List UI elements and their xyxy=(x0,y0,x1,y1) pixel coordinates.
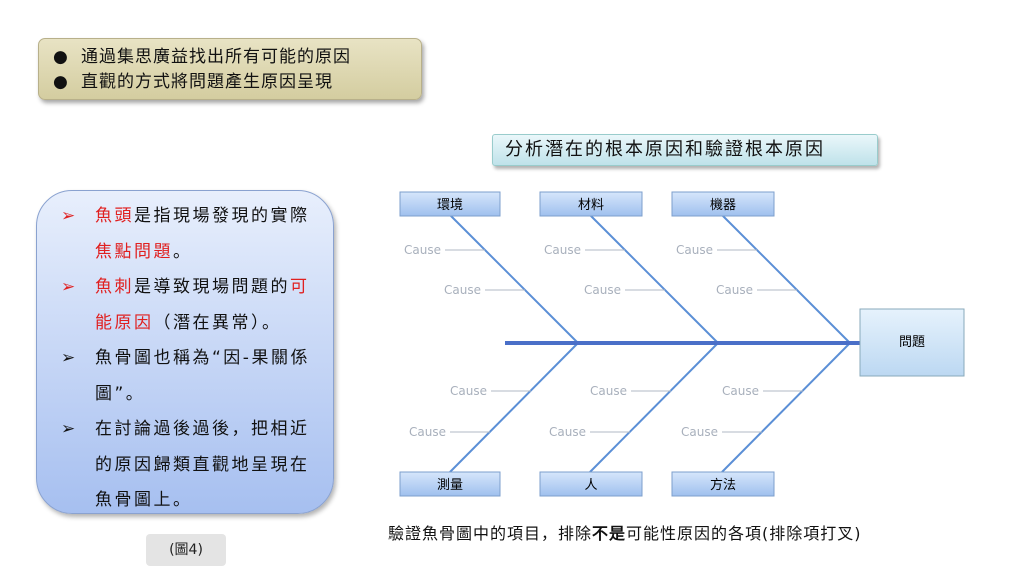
explanation-item: ➢ 在討論過後過後，把相近的原因歸類直觀地呈現在魚骨圖上。 xyxy=(61,412,323,519)
summary-text: 通過集思廣益找出所有可能的原因 xyxy=(81,47,351,67)
arrow-bullet-icon: ➢ xyxy=(61,277,78,297)
category-box-bottom xyxy=(671,471,775,497)
figure-label: (圖4) xyxy=(146,534,226,566)
cause-label: Cause xyxy=(444,283,481,297)
cause-label: Cause xyxy=(549,425,586,439)
cause-label: Cause xyxy=(584,283,621,297)
cause-label: Cause xyxy=(590,384,627,398)
cause-label: Cause xyxy=(676,243,713,257)
category-label: 方法 xyxy=(710,477,736,493)
arrow-bullet-icon: ➢ xyxy=(61,348,78,368)
cause-label: Cause xyxy=(409,425,446,439)
explanation-text: 魚刺是導致現場問題的可能原因（潛在異常）。 xyxy=(95,277,310,333)
category-box-bottom xyxy=(399,471,501,497)
arrow-bullet-icon: ➢ xyxy=(61,206,78,226)
caption: 驗證魚骨圖中的項目，排除不是可能性原因的各項(排除項打叉) xyxy=(388,524,862,543)
category-bone xyxy=(449,342,579,473)
explanation-text: 在討論過後過後，把相近的原因歸類直觀地呈現在魚骨圖上。 xyxy=(95,419,310,510)
summary-bullet: ●直觀的方式將問題產生原因呈現 xyxy=(53,72,333,92)
category-label: 機器 xyxy=(710,198,736,213)
category-label: 測量 xyxy=(437,478,463,493)
category-box-top xyxy=(539,191,643,217)
category-box-top xyxy=(399,191,501,217)
explanation-item: ➢ 魚刺是導致現場問題的可能原因（潛在異常）。 xyxy=(61,270,323,341)
category-box-top xyxy=(671,191,775,217)
category-bone xyxy=(589,214,719,344)
arrow-bullet-icon: ➢ xyxy=(61,419,78,439)
cause-label: Cause xyxy=(722,384,759,398)
cause-label: Cause xyxy=(681,425,718,439)
summary-text: 直觀的方式將問題產生原因呈現 xyxy=(81,72,333,92)
explanation-text: 魚骨圖也稱為“因-果關係圖”。 xyxy=(95,348,310,404)
summary-bullet: ●通過集思廣益找出所有可能的原因 xyxy=(53,47,351,67)
summary-box: ●通過集思廣益找出所有可能的原因 ●直觀的方式將問題產生原因呈現 xyxy=(38,38,422,100)
cause-label: Cause xyxy=(450,384,487,398)
category-label: 材料 xyxy=(578,198,604,213)
category-bone xyxy=(721,342,851,473)
category-bone xyxy=(589,342,719,473)
cause-label: Cause xyxy=(716,283,753,297)
explanation-item: ➢ 魚骨圖也稱為“因-果關係圖”。 xyxy=(61,341,323,412)
category-box-bottom xyxy=(539,471,643,497)
problem-label: 問題 xyxy=(899,335,925,350)
category-bone xyxy=(449,214,579,344)
explanation-item: ➢ 魚頭是指現場發現的實際焦點問題。 xyxy=(61,199,323,270)
cause-label: Cause xyxy=(544,243,581,257)
explanation-box: ➢魚頭是指現場發現的實際焦點問題。➢魚刺是導致現場問題的可能原因（潛在異常）。➢… xyxy=(36,190,334,514)
explanation-text: 魚頭是指現場發現的實際焦點問題。 xyxy=(95,206,310,262)
category-bone xyxy=(721,214,851,344)
category-label: 人 xyxy=(584,478,597,493)
category-label: 環境 xyxy=(437,198,463,213)
diagram-title: 分析潛在的根本原因和驗證根本原因 xyxy=(492,134,878,166)
cause-label: Cause xyxy=(404,243,441,257)
problem-box xyxy=(859,308,965,377)
